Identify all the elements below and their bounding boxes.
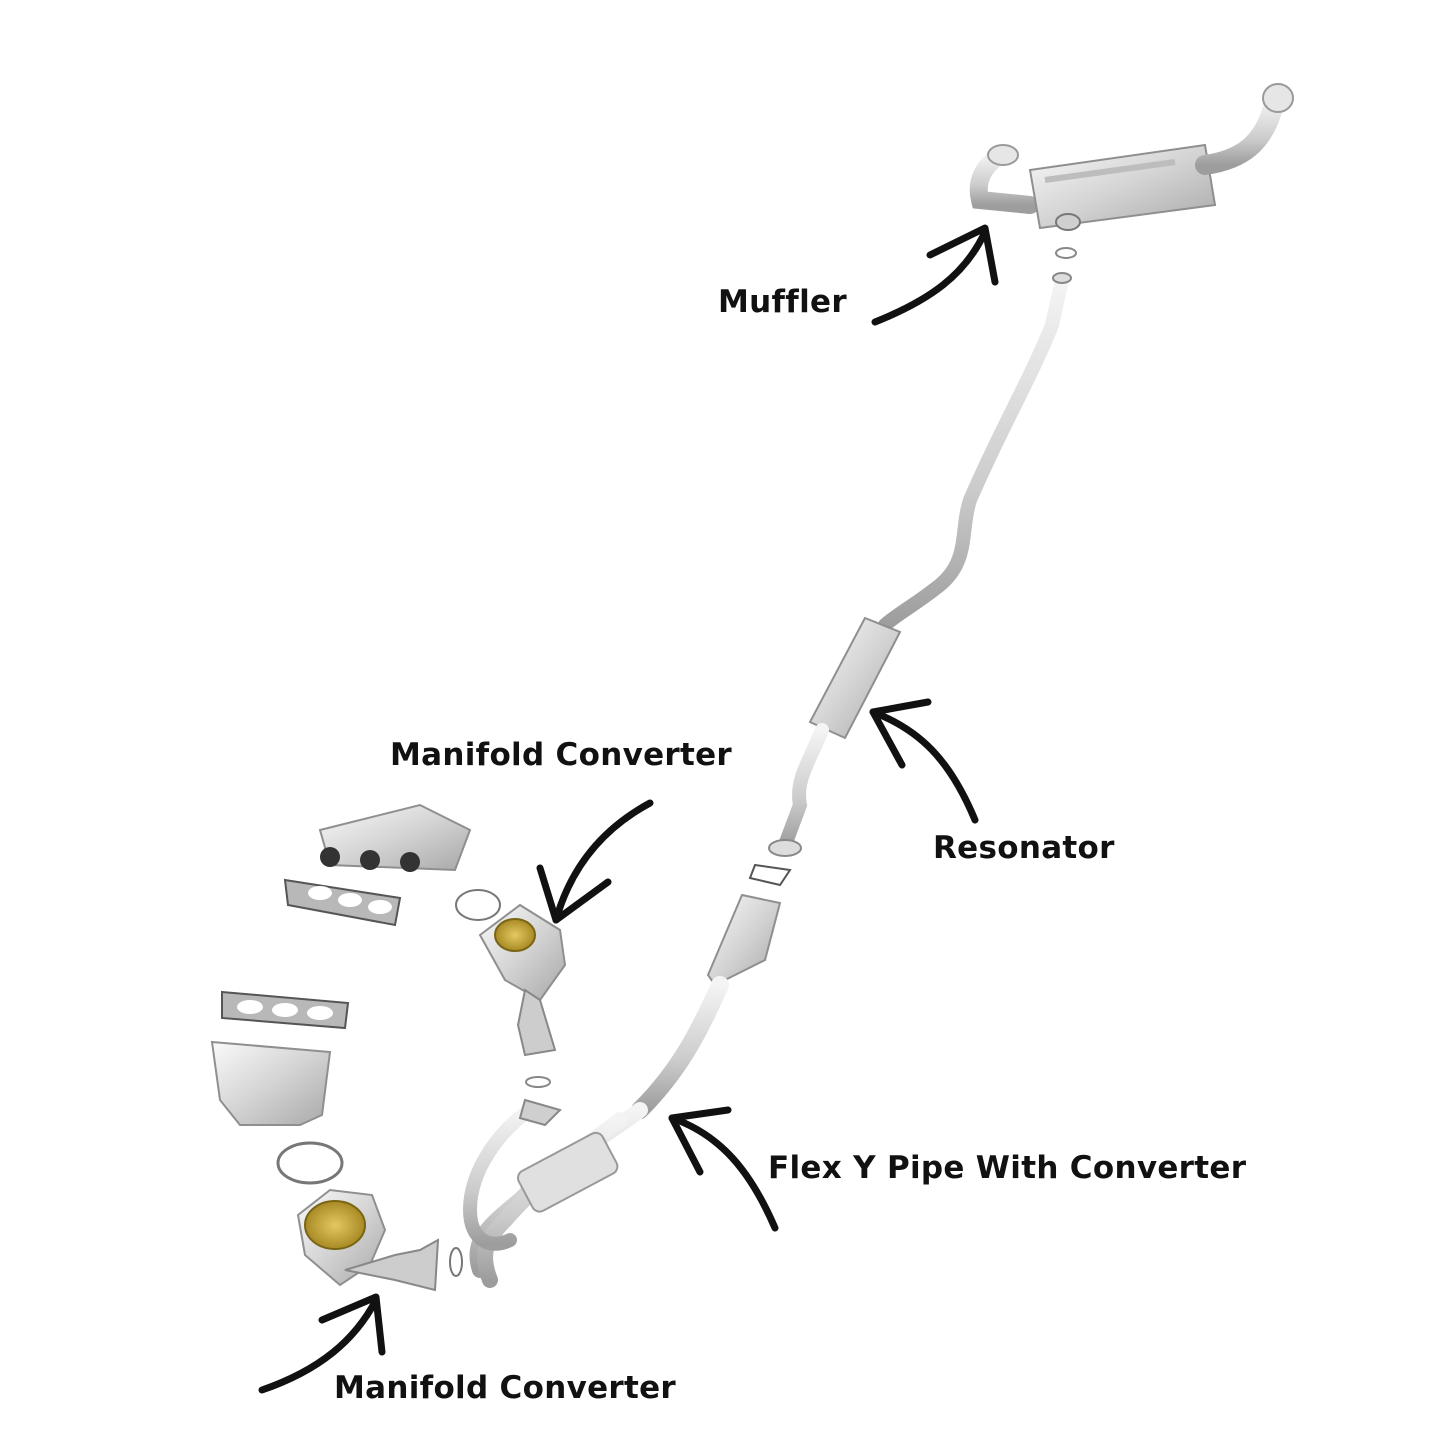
upper-manifold-converter bbox=[478, 903, 567, 1057]
curved-arrow-icon bbox=[869, 708, 979, 824]
mid-pipe bbox=[878, 272, 1072, 632]
label-manifold-converter-lower: Manifold Converter bbox=[334, 1370, 677, 1406]
resonator bbox=[748, 616, 902, 887]
curved-arrow-icon bbox=[668, 1114, 779, 1232]
curved-arrow-icon bbox=[552, 799, 654, 924]
label-resonator: Resonator bbox=[933, 830, 1115, 866]
resonator-arrow bbox=[869, 698, 979, 824]
lower-manifold-converter bbox=[296, 1188, 463, 1292]
label-muffler: Muffler bbox=[718, 284, 847, 320]
label-manifold-converter-upper: Manifold Converter bbox=[390, 737, 733, 773]
curved-arrow-icon bbox=[871, 228, 989, 326]
upper-manifold-converter-arrow bbox=[536, 799, 654, 924]
muffler-assembly bbox=[969, 83, 1294, 259]
muffler-arrow bbox=[871, 224, 999, 326]
label-flex-y-pipe: Flex Y Pipe With Converter bbox=[768, 1150, 1247, 1186]
flex-y-pipe bbox=[462, 893, 782, 1288]
lower-manifold bbox=[210, 990, 350, 1185]
upper-manifold bbox=[283, 803, 501, 927]
lower-manifold-converter-arrow bbox=[258, 1293, 386, 1394]
flex-y-pipe-arrow bbox=[668, 1106, 779, 1232]
curved-arrow-icon bbox=[258, 1296, 380, 1394]
